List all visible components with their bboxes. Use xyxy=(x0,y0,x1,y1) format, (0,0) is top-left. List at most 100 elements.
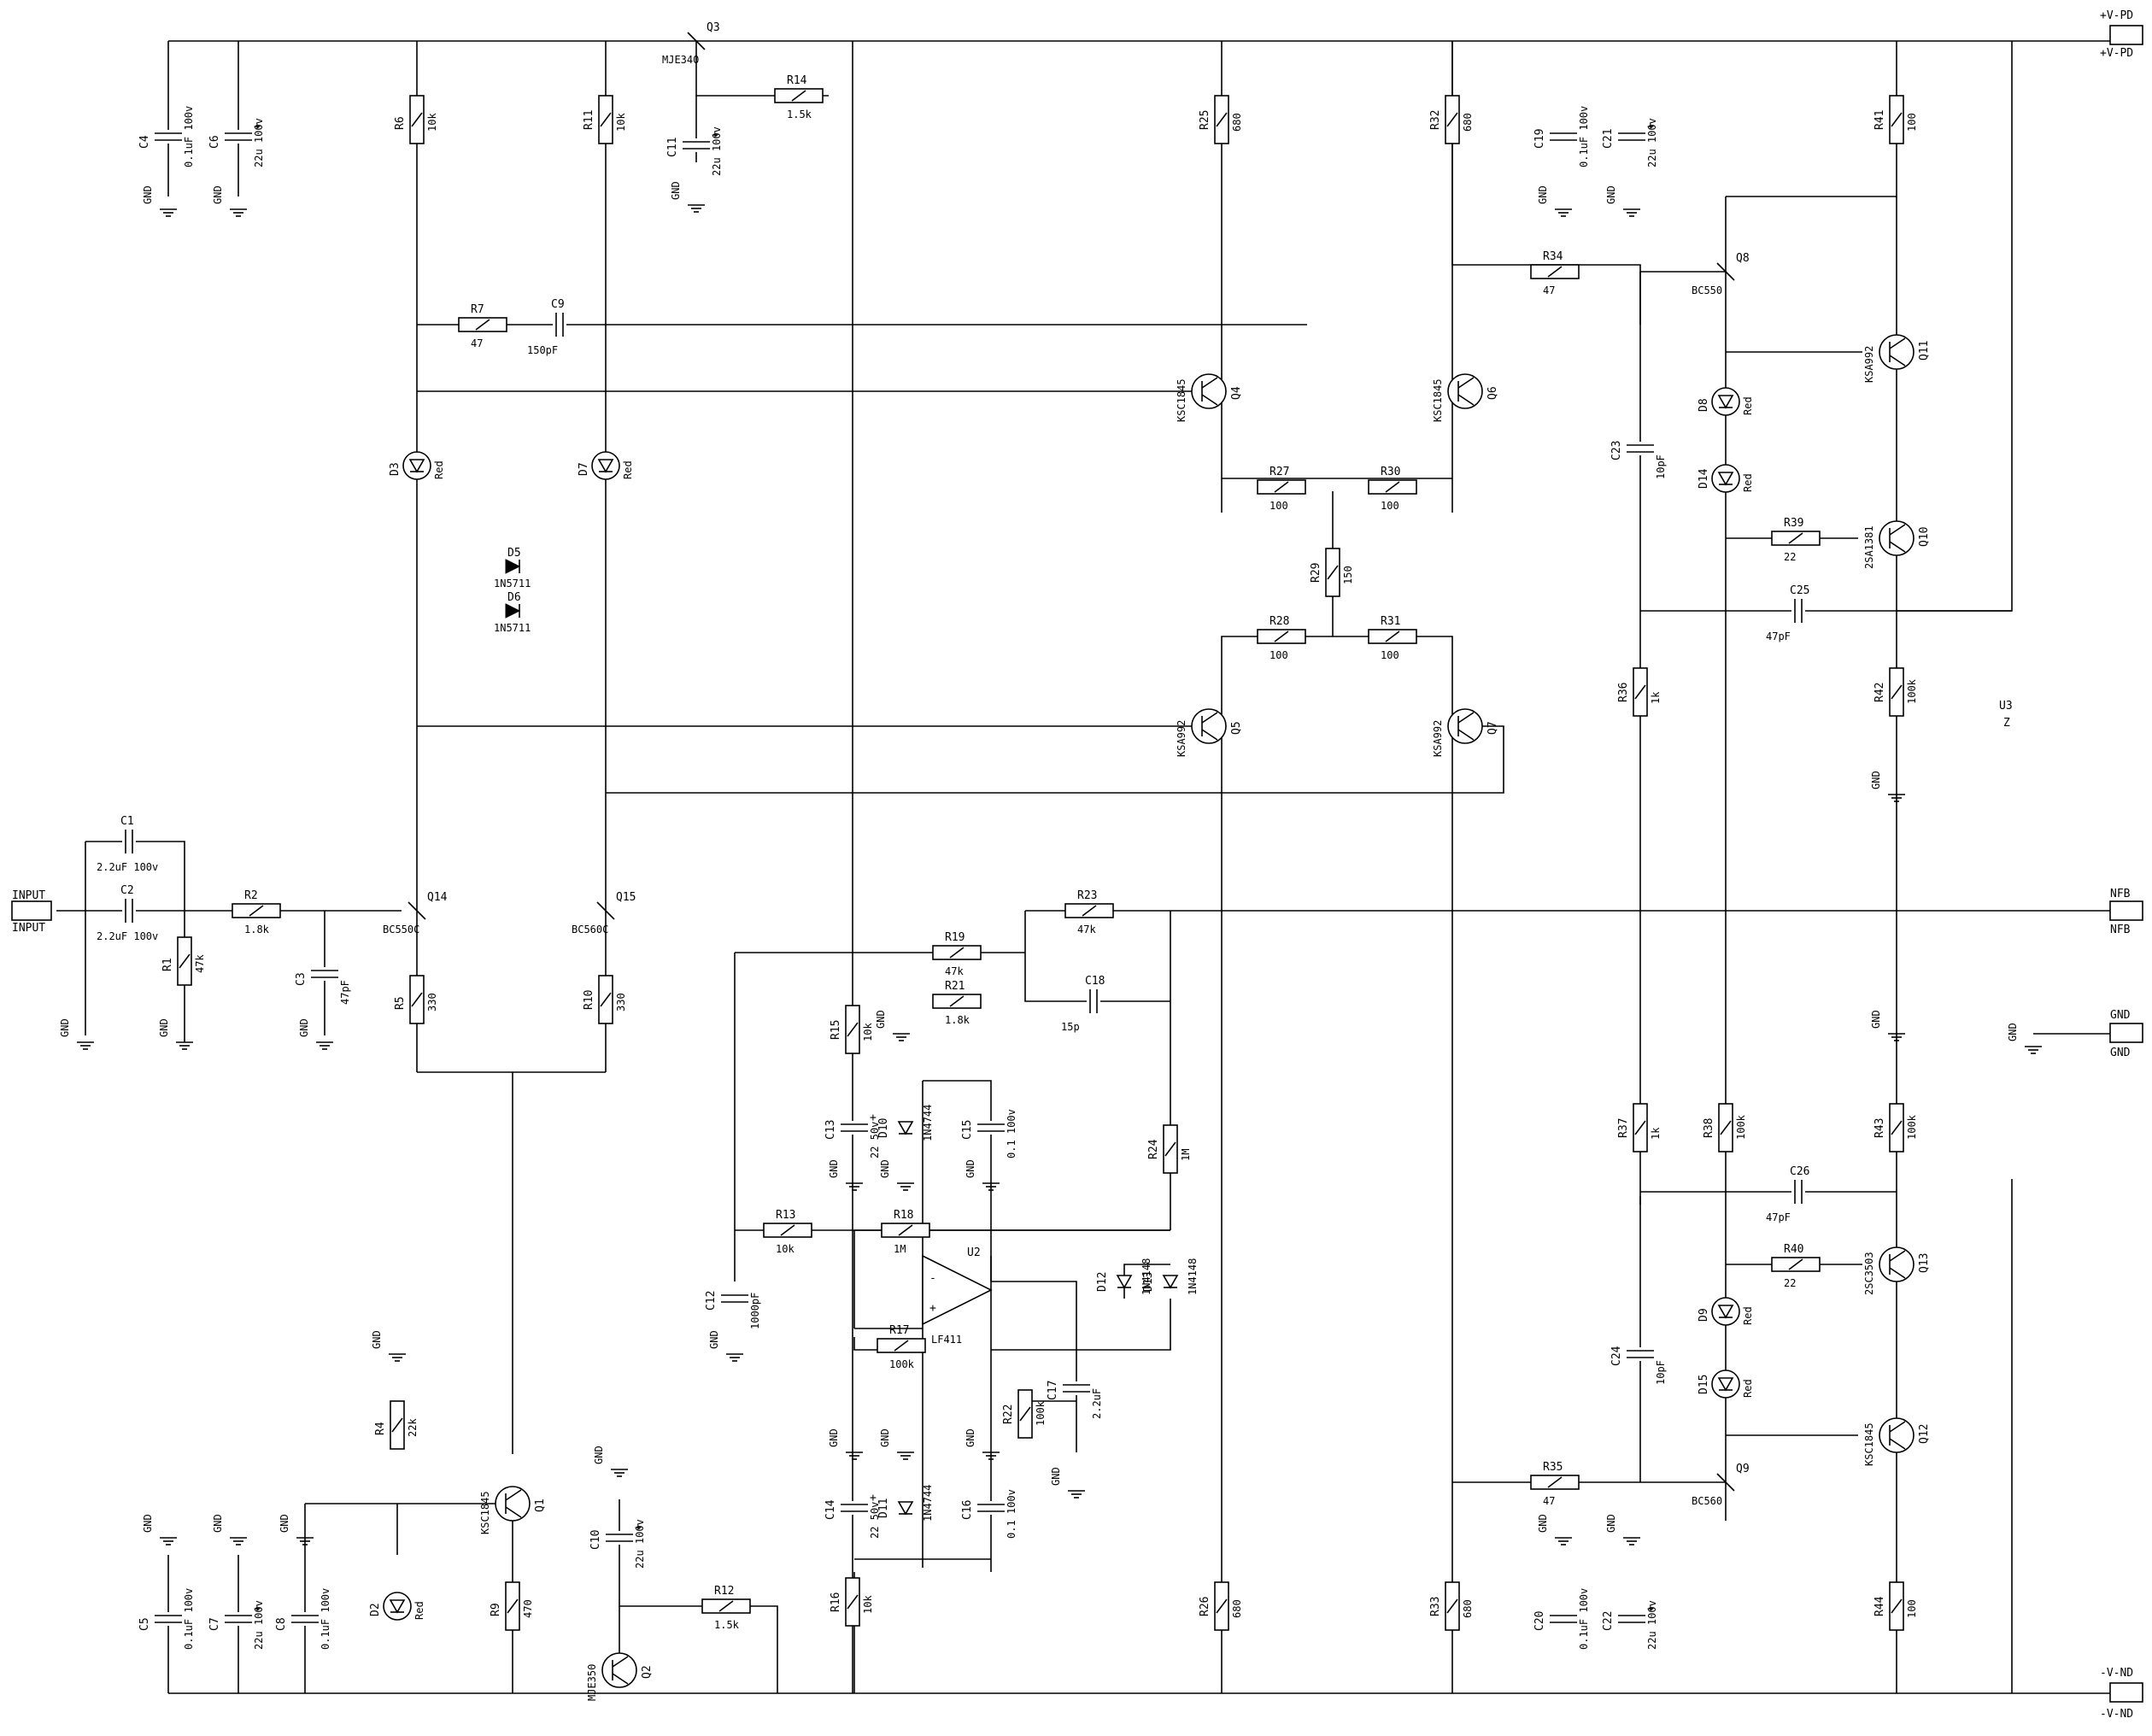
capacitor-c1[interactable]: C12.2uF 100v xyxy=(97,815,158,873)
vnd-port[interactable]: -V-ND -V-ND xyxy=(2100,1667,2143,1721)
vpd-port[interactable]: +V-PD +V-PD xyxy=(2100,9,2143,60)
input-port[interactable]: INPUT INPUT xyxy=(11,889,52,935)
nfb-port[interactable]: NFB NFB xyxy=(2109,888,2143,936)
gnd-port[interactable]: GND GND xyxy=(2109,1009,2143,1059)
resistor-r2[interactable]: R21.8k xyxy=(232,889,281,935)
capacitor-c2[interactable]: C22.2uF 100v xyxy=(97,884,158,942)
